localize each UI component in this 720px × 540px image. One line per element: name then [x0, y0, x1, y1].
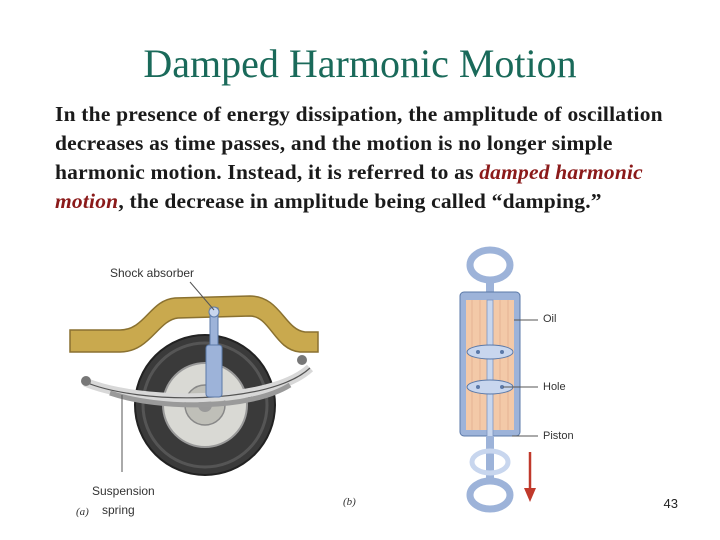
spring-mount-right	[297, 355, 307, 365]
figure-b-label: (b)	[343, 496, 356, 508]
body-paragraph: In the presence of energy dissipation, t…	[55, 100, 680, 216]
oil-label: Oil	[543, 313, 557, 325]
spring-mount-left	[81, 376, 91, 386]
spring-label: spring	[102, 503, 135, 517]
suspension-label: Suspension	[92, 484, 155, 498]
paragraph-text-after: , the decrease in amplitude being called…	[118, 189, 602, 213]
leaf-spring-edge	[84, 367, 311, 399]
slide-title: Damped Harmonic Motion	[143, 41, 577, 86]
bottom-ring	[466, 477, 514, 513]
piston-hole-2	[500, 385, 504, 389]
upper-hole-2	[500, 350, 504, 354]
shock-absorber-leader	[189, 281, 215, 311]
hole-label: Hole	[543, 381, 566, 393]
shock-top-mount	[208, 306, 220, 318]
motion-arrow-head	[524, 488, 536, 502]
figure-a-label: (a)	[76, 506, 89, 518]
car-suspension-drawing	[69, 281, 319, 476]
top-ring	[466, 246, 514, 284]
leaf-spring-lower	[109, 382, 292, 408]
lower-ring-faded	[469, 448, 511, 476]
shock-absorber-body	[205, 344, 223, 398]
chassis-frame	[69, 295, 319, 353]
piston-label: Piston	[543, 430, 574, 442]
damped-harmonic-motion-term: damped harmonic motion	[55, 160, 643, 213]
inner-rod	[486, 299, 494, 441]
top-rod	[486, 278, 494, 298]
lower-rod	[486, 436, 494, 484]
page-number: 43	[663, 496, 678, 511]
shock-absorber-label: Shock absorber	[110, 266, 195, 280]
paragraph-text-before: In the presence of energy dissipation, t…	[55, 102, 663, 184]
upper-hole-1	[476, 350, 480, 354]
piston-hole-1	[476, 385, 480, 389]
tire-tread-ring	[141, 341, 269, 469]
upper-plate	[466, 344, 514, 360]
dashpot-drawing	[459, 246, 538, 513]
